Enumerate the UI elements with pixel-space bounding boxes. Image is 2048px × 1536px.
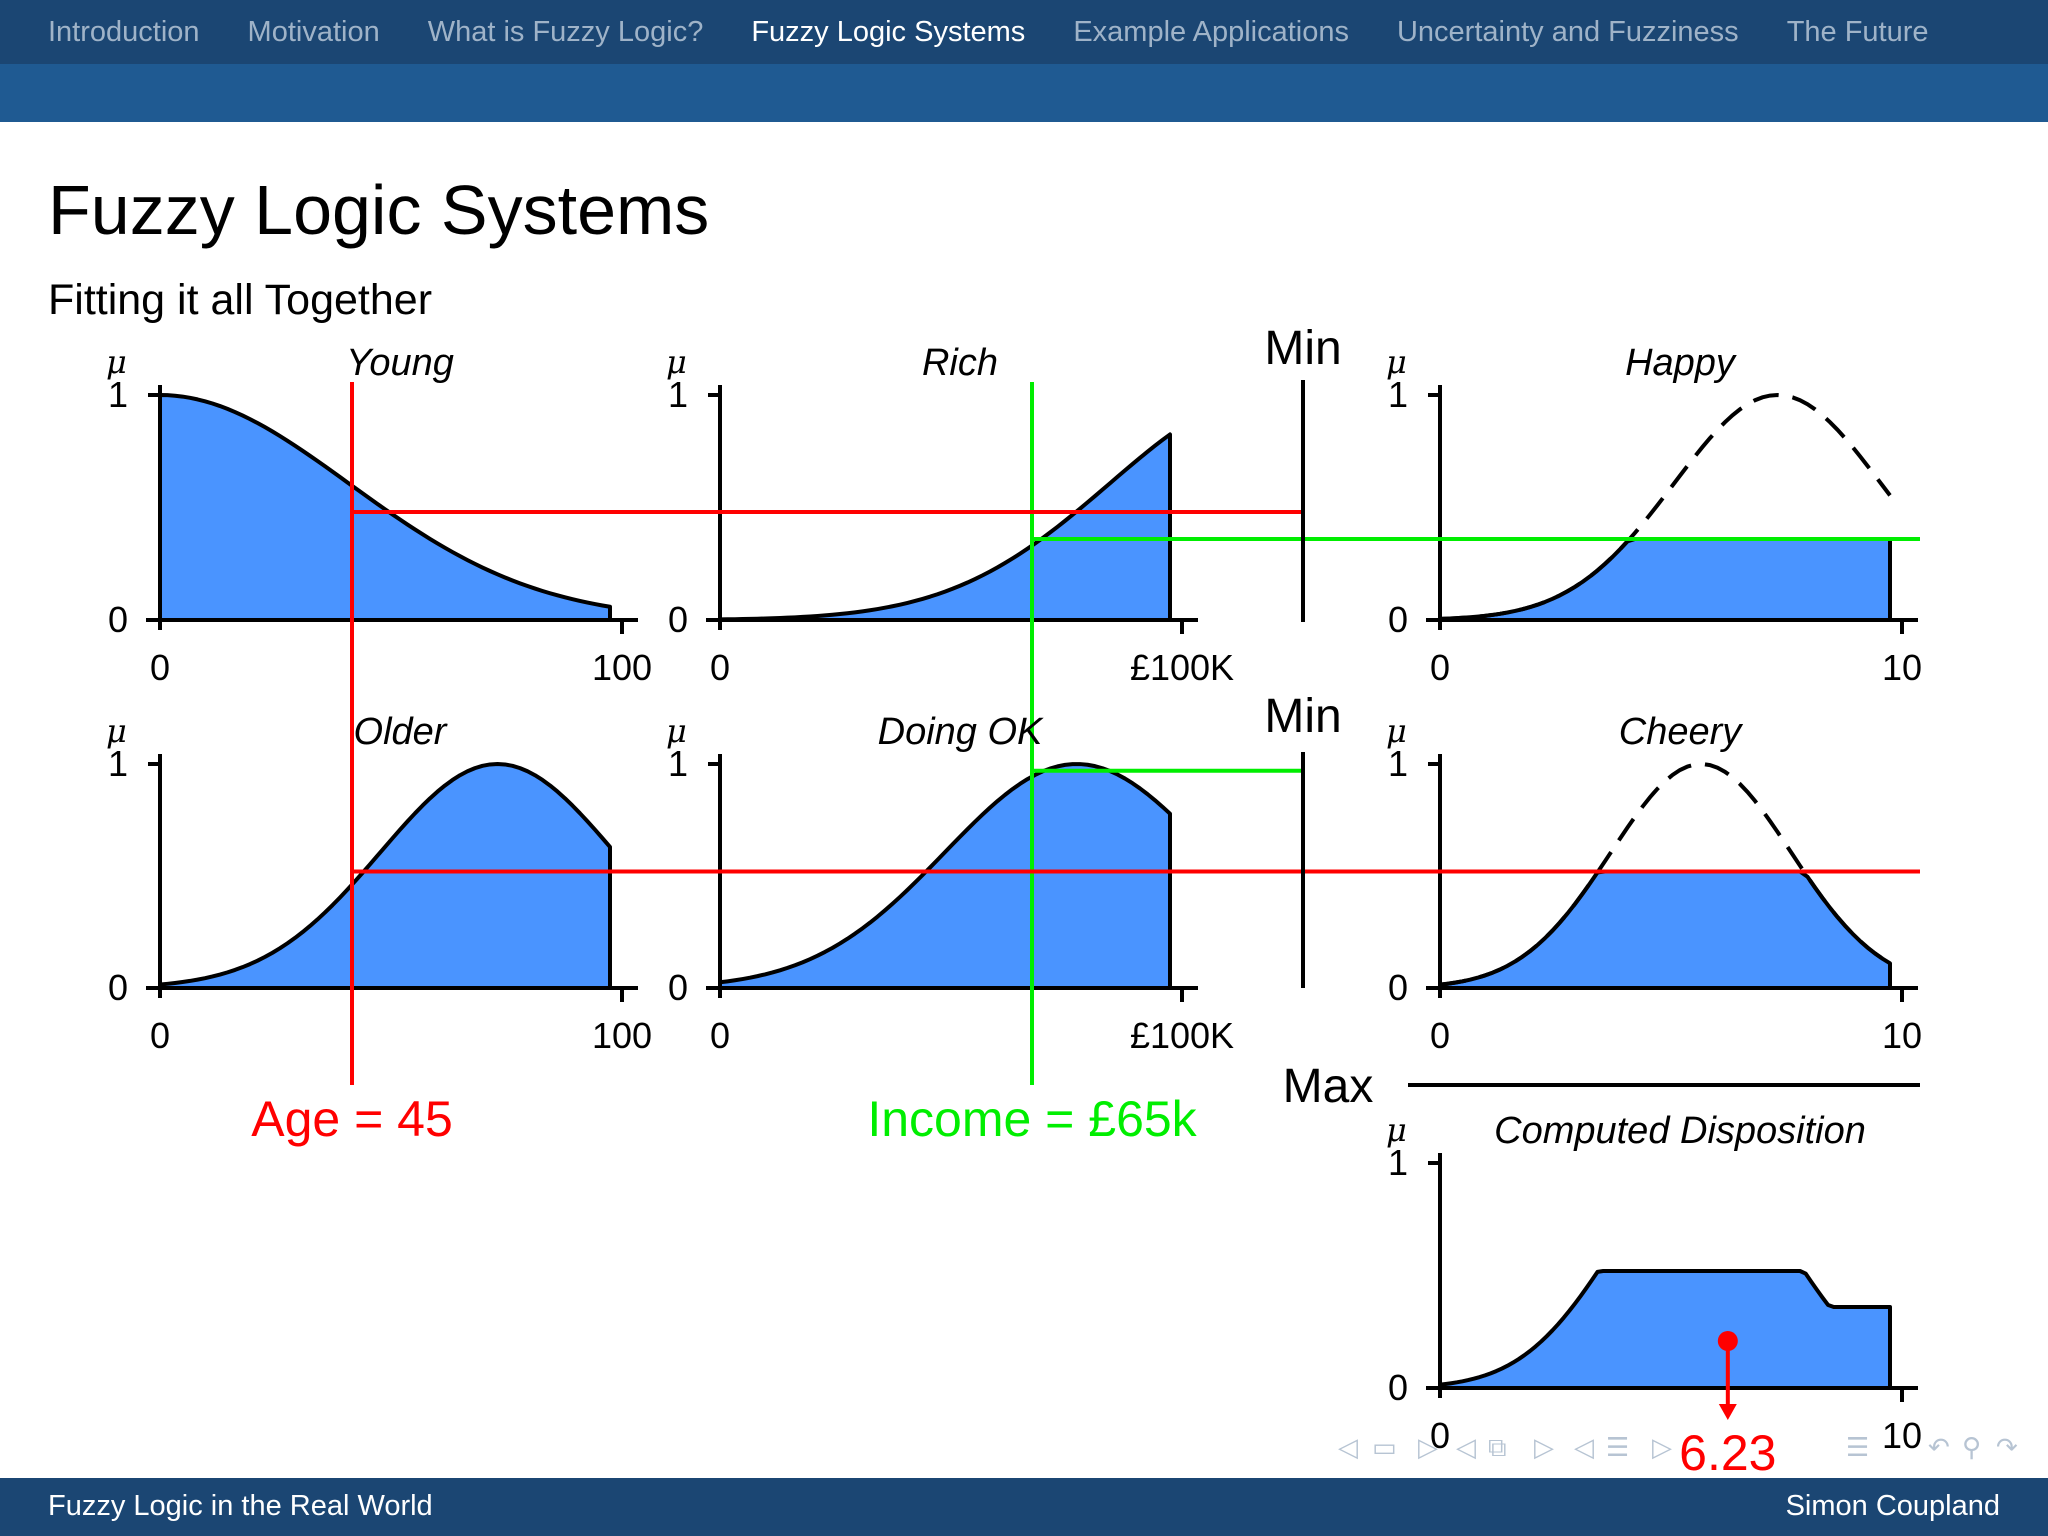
min-operator-label-1: Min <box>1264 322 1341 375</box>
computed-y-tick-label-0: 0 <box>1388 1367 1408 1408</box>
nav-what-is-fuzzy-logic[interactable]: What is Fuzzy Logic? <box>427 15 704 48</box>
rich-x-tick-label-min: 0 <box>710 647 730 688</box>
chart-cheery-full-curve <box>1439 762 1892 987</box>
centroid-arrow-head <box>1718 1404 1737 1420</box>
nav-prev-icon[interactable]: ◁ <box>1338 1433 1358 1463</box>
computed-title: Computed Disposition <box>1494 1110 1866 1152</box>
chart-happy <box>1426 385 1918 634</box>
computed-x-tick-label-min: 0 <box>1430 1415 1450 1456</box>
nav-forward-icon[interactable]: ↷ <box>1996 1433 2018 1463</box>
cheery-x-tick-label-min: 0 <box>1430 1015 1450 1056</box>
nav-slide-prev-icon[interactable]: ◁ <box>1574 1433 1594 1463</box>
slide-title: Fuzzy Logic Systems <box>48 171 710 249</box>
happy-x-tick-label-min: 0 <box>1430 647 1450 688</box>
older-y-tick-label-1: 1 <box>108 743 128 784</box>
nav-section-next-icon[interactable]: ▷ <box>1534 1433 1554 1463</box>
nav-section-prev-icon[interactable]: ◁ <box>1456 1433 1476 1463</box>
doing-ok-x-tick-label-max: £100K <box>1130 1015 1234 1056</box>
happy-y-tick-label-0: 0 <box>1388 599 1408 640</box>
computed-y-tick-label-1: 1 <box>1388 1142 1408 1183</box>
rich-y-tick-label-0: 0 <box>668 599 688 640</box>
computed-mu-label: μ <box>1386 1111 1407 1149</box>
young-x-tick-label-min: 0 <box>150 647 170 688</box>
cheery-y-tick-label-1: 1 <box>1388 743 1408 784</box>
doing-ok-y-tick-label-0: 0 <box>668 967 688 1008</box>
nav-fuzzy-logic-systems[interactable]: Fuzzy Logic Systems <box>751 15 1026 48</box>
nav-subsection-icon[interactable]: ⧉ <box>1488 1433 1507 1463</box>
slide-subtitle: Fitting it all Together <box>48 276 433 324</box>
nav-search-icon[interactable]: ⚲ <box>1962 1433 1981 1463</box>
older-x-tick-label-min: 0 <box>150 1015 170 1056</box>
age-input-label: Age = 45 <box>251 1091 453 1147</box>
max-operator-label: Max <box>1283 1060 1374 1113</box>
chart-cheery <box>1426 754 1918 1002</box>
sub-header-bar <box>0 64 2048 122</box>
older-x-tick-label-max: 100 <box>592 1015 652 1056</box>
doing-ok-y-tick-label-1: 1 <box>668 743 688 784</box>
older-title: Older <box>354 711 448 753</box>
young-y-tick-label-1: 1 <box>108 374 128 415</box>
footer-author: Simon Coupland <box>1785 1490 2000 1522</box>
income-input-label: Income = £65k <box>867 1091 1197 1147</box>
chart-cheery-clipped-area <box>1438 869 1892 990</box>
top-navigation: Introduction Motivation What is Fuzzy Lo… <box>0 0 2048 64</box>
chart-rich-area <box>718 432 1172 622</box>
nav-next-icon[interactable]: ▷ <box>1418 1433 1438 1463</box>
nav-uncertainty-and-fuzziness[interactable]: Uncertainty and Fuzziness <box>1396 15 1739 48</box>
computed-x-tick-label-max: 10 <box>1882 1415 1922 1456</box>
output-value-label: 6.23 <box>1679 1425 1776 1481</box>
nav-outline-icon[interactable]: ☰ <box>1606 1433 1629 1463</box>
doing-ok-mu-label: μ <box>666 712 687 750</box>
footer-bar: Fuzzy Logic in the Real World Simon Coup… <box>0 1478 2048 1536</box>
rich-y-tick-label-1: 1 <box>668 374 688 415</box>
chart-rich <box>706 385 1198 634</box>
happy-x-tick-label-max: 10 <box>1882 647 1922 688</box>
rich-mu-label: μ <box>666 343 687 381</box>
computed-disposition-area <box>1438 1269 1892 1390</box>
rich-x-tick-label-max: £100K <box>1130 647 1234 688</box>
min-operator-label-2: Min <box>1264 690 1341 743</box>
cheery-mu-label: μ <box>1386 712 1407 750</box>
chart-young <box>146 385 638 634</box>
chart-older <box>146 754 638 1002</box>
cheery-x-tick-label-max: 10 <box>1882 1015 1922 1056</box>
chart-happy-full-curve <box>1439 392 1892 621</box>
chart-computed-disposition <box>1426 1153 1918 1420</box>
chart-older-area <box>158 762 612 990</box>
happy-y-tick-label-1: 1 <box>1388 374 1408 415</box>
nav-introduction[interactable]: Introduction <box>48 15 200 48</box>
nav-example-applications[interactable]: Example Applications <box>1073 15 1349 48</box>
doing-ok-x-tick-label-min: 0 <box>710 1015 730 1056</box>
nav-back-icon[interactable]: ↶ <box>1928 1433 1950 1463</box>
older-mu-label: μ <box>106 712 127 750</box>
happy-title: Happy <box>1625 342 1737 384</box>
young-y-tick-label-0: 0 <box>108 599 128 640</box>
nav-the-future[interactable]: The Future <box>1786 15 1929 48</box>
nav-slide-next-icon[interactable]: ▷ <box>1652 1433 1672 1463</box>
older-y-tick-label-0: 0 <box>108 967 128 1008</box>
nav-frame-icon[interactable]: ▭ <box>1372 1433 1397 1463</box>
young-title: Young <box>346 342 454 384</box>
chart-doing-ok-area <box>718 762 1172 990</box>
slide-navigation-controls[interactable]: ◁ ▭ ▷ ◁ ⧉ ▷ ◁ ☰ ▷ ☰ ↶ ⚲ ↷ <box>1338 1433 2018 1463</box>
cheery-title: Cheery <box>1619 711 1743 753</box>
young-x-tick-label-max: 100 <box>592 647 652 688</box>
doing-ok-title: Doing OK <box>878 711 1044 753</box>
cheery-y-tick-label-0: 0 <box>1388 967 1408 1008</box>
chart-happy-clipped-area <box>1438 537 1892 622</box>
nav-toc-icon[interactable]: ☰ <box>1846 1433 1869 1463</box>
happy-mu-label: μ <box>1386 343 1407 381</box>
chart-young-area <box>158 393 612 622</box>
footer-presentation-title: Fuzzy Logic in the Real World <box>48 1490 433 1522</box>
rich-title: Rich <box>922 342 998 384</box>
chart-doing-ok <box>706 754 1198 1002</box>
young-mu-label: μ <box>106 343 127 381</box>
nav-motivation[interactable]: Motivation <box>247 15 380 48</box>
